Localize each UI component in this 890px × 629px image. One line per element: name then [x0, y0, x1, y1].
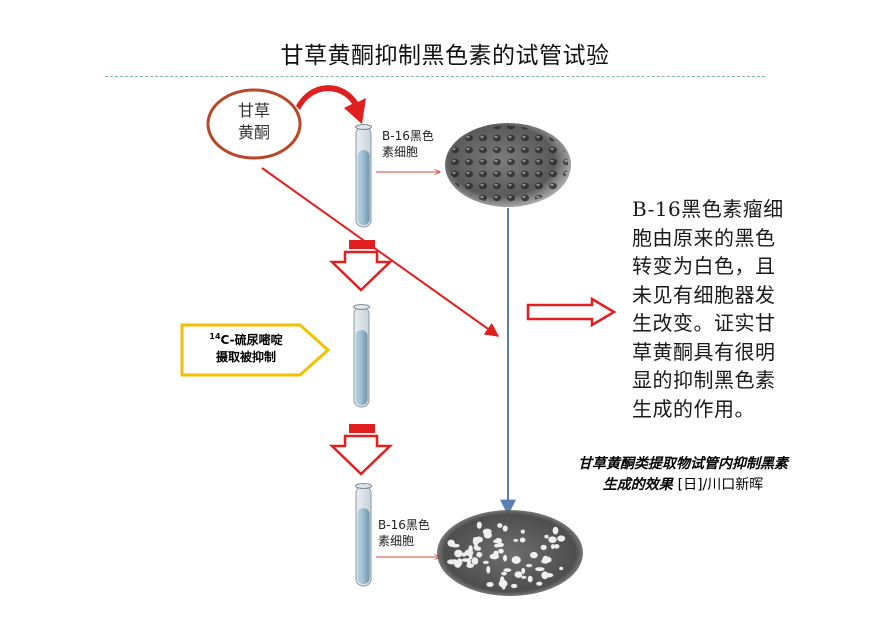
whitened-granule	[520, 529, 525, 534]
figure-caption: 甘草黄酮类提取物试管内抑制黑素 生成的效果 [日]/川口新晖	[528, 454, 838, 496]
reagent-label: 甘草 黄酮	[214, 100, 294, 144]
whitened-granule	[503, 554, 507, 562]
whitened-granule	[447, 559, 456, 565]
whitened-granule	[486, 565, 491, 574]
whitened-granule	[510, 583, 518, 589]
whitened-granule	[472, 537, 477, 545]
whitened-granule	[557, 535, 566, 542]
conclusion-line: 生成的作用。	[632, 396, 755, 421]
diagonal-red-arrow	[261, 167, 500, 337]
whitened-granule	[500, 576, 505, 583]
whitened-granule	[514, 571, 523, 578]
whitened-granule	[476, 521, 482, 529]
top-cell-label: B-16黑色 素细胞	[382, 128, 434, 160]
whitened-granule	[466, 563, 474, 568]
whitened-granule	[553, 544, 560, 549]
whitened-granule	[461, 558, 471, 562]
whitened-granule	[454, 549, 463, 558]
whitened-granule	[513, 538, 518, 542]
bottom-cell-label-line1: B-16黑色	[378, 518, 430, 532]
whitened-granule	[521, 567, 526, 574]
caption-line2-main: 生成的效果	[602, 477, 673, 493]
whitened-granule	[482, 560, 489, 565]
test-tube-2	[353, 304, 370, 408]
inhibition-arrow	[180, 323, 331, 377]
top-cell-label-line2: 素细胞	[382, 145, 419, 159]
whitened-granule	[489, 553, 499, 560]
whitened-granule	[447, 539, 455, 547]
conclusion-text: B-16黑色素瘤细 胞由原来的黑色 转变为白色，且 未见有细胞器发 生改变。证实…	[632, 195, 818, 423]
whitened-granule	[550, 544, 555, 550]
page-title: 甘草黄酮抑制黑色素的试管试验	[280, 43, 610, 69]
conclusion-line: B-16黑色素瘤细	[632, 197, 784, 221]
down-block-arrow-2	[328, 424, 394, 476]
conclusion-line: 未见有细胞器发	[632, 282, 776, 307]
inhibition-label-line2: 摄取被抑制	[215, 350, 276, 364]
inhibition-label: 14C-硫尿嘧啶 摄取被抑制	[186, 328, 306, 366]
whitened-granule	[498, 548, 504, 554]
title-divider	[105, 76, 765, 77]
whitened-granule	[540, 544, 547, 551]
whitened-granule	[502, 525, 508, 532]
conclusion-line: 转变为白色，且	[632, 254, 776, 278]
whitened-granule	[559, 566, 564, 571]
whitened-granule	[542, 555, 549, 564]
whitened-granule	[552, 526, 559, 535]
whitened-granule	[519, 537, 526, 543]
isotope-superscript: 14	[209, 332, 221, 341]
whitened-granule	[456, 558, 463, 566]
whitened-granule	[501, 584, 506, 590]
conclusion-line: 显的抑制黑色素	[632, 368, 776, 392]
inhibition-label-line1: 14C-硫尿嘧啶	[186, 328, 306, 349]
reagent-oval	[206, 88, 302, 160]
whitened-granule	[521, 575, 527, 579]
test-tube-3	[355, 483, 372, 587]
whitened-granule	[486, 582, 494, 587]
whitened-granule	[527, 575, 533, 583]
whitened-granule	[513, 557, 518, 561]
inhibition-label-line1-text: C-硫尿嘧啶	[220, 333, 283, 347]
whitened-granule	[541, 571, 549, 580]
whitened-granule	[494, 543, 501, 548]
bottom-cell-label: B-16黑色 素细胞	[378, 517, 430, 549]
whitened-granule	[503, 568, 512, 572]
conclusion-arrow	[526, 296, 617, 328]
reagent-label-line2: 黄酮	[237, 123, 270, 142]
melanoma-cell-after	[437, 510, 583, 596]
top-cell-label-line1: B-16黑色	[382, 129, 434, 143]
whitened-granule	[548, 536, 557, 543]
whitened-granule	[525, 563, 533, 568]
down-block-arrow-1	[328, 240, 394, 292]
conclusion-line: 胞由原来的黑色	[632, 225, 776, 250]
whitened-granule	[493, 539, 501, 544]
whitened-granule	[497, 523, 503, 528]
whitened-granule	[483, 531, 492, 539]
caption-line1: 甘草黄酮类提取物试管内抑制黑素	[578, 456, 788, 472]
caption-source: [日]/川口新晖	[677, 477, 764, 493]
test-tube-1	[355, 124, 372, 228]
whitened-granule	[464, 549, 474, 556]
bottom-cell-label-line2: 素细胞	[378, 534, 415, 548]
reagent-label-line1: 甘草	[237, 101, 270, 120]
melanoma-cell-before	[445, 123, 571, 207]
whitened-granule	[530, 551, 538, 559]
conclusion-line: 草黄酮具有很明	[632, 339, 776, 364]
conclusion-line: 生改变。证实甘	[632, 311, 776, 335]
whitened-granule	[471, 557, 479, 565]
whitened-granule	[475, 546, 482, 551]
whitened-granule	[536, 581, 543, 586]
whitened-granule	[501, 571, 507, 576]
whitened-granule	[535, 567, 545, 572]
whitened-granule	[544, 534, 549, 539]
curved-red-arrow-icon	[296, 85, 366, 124]
caption-line2: 生成的效果 [日]/川口新晖	[528, 475, 838, 496]
whitened-granule	[476, 551, 483, 558]
